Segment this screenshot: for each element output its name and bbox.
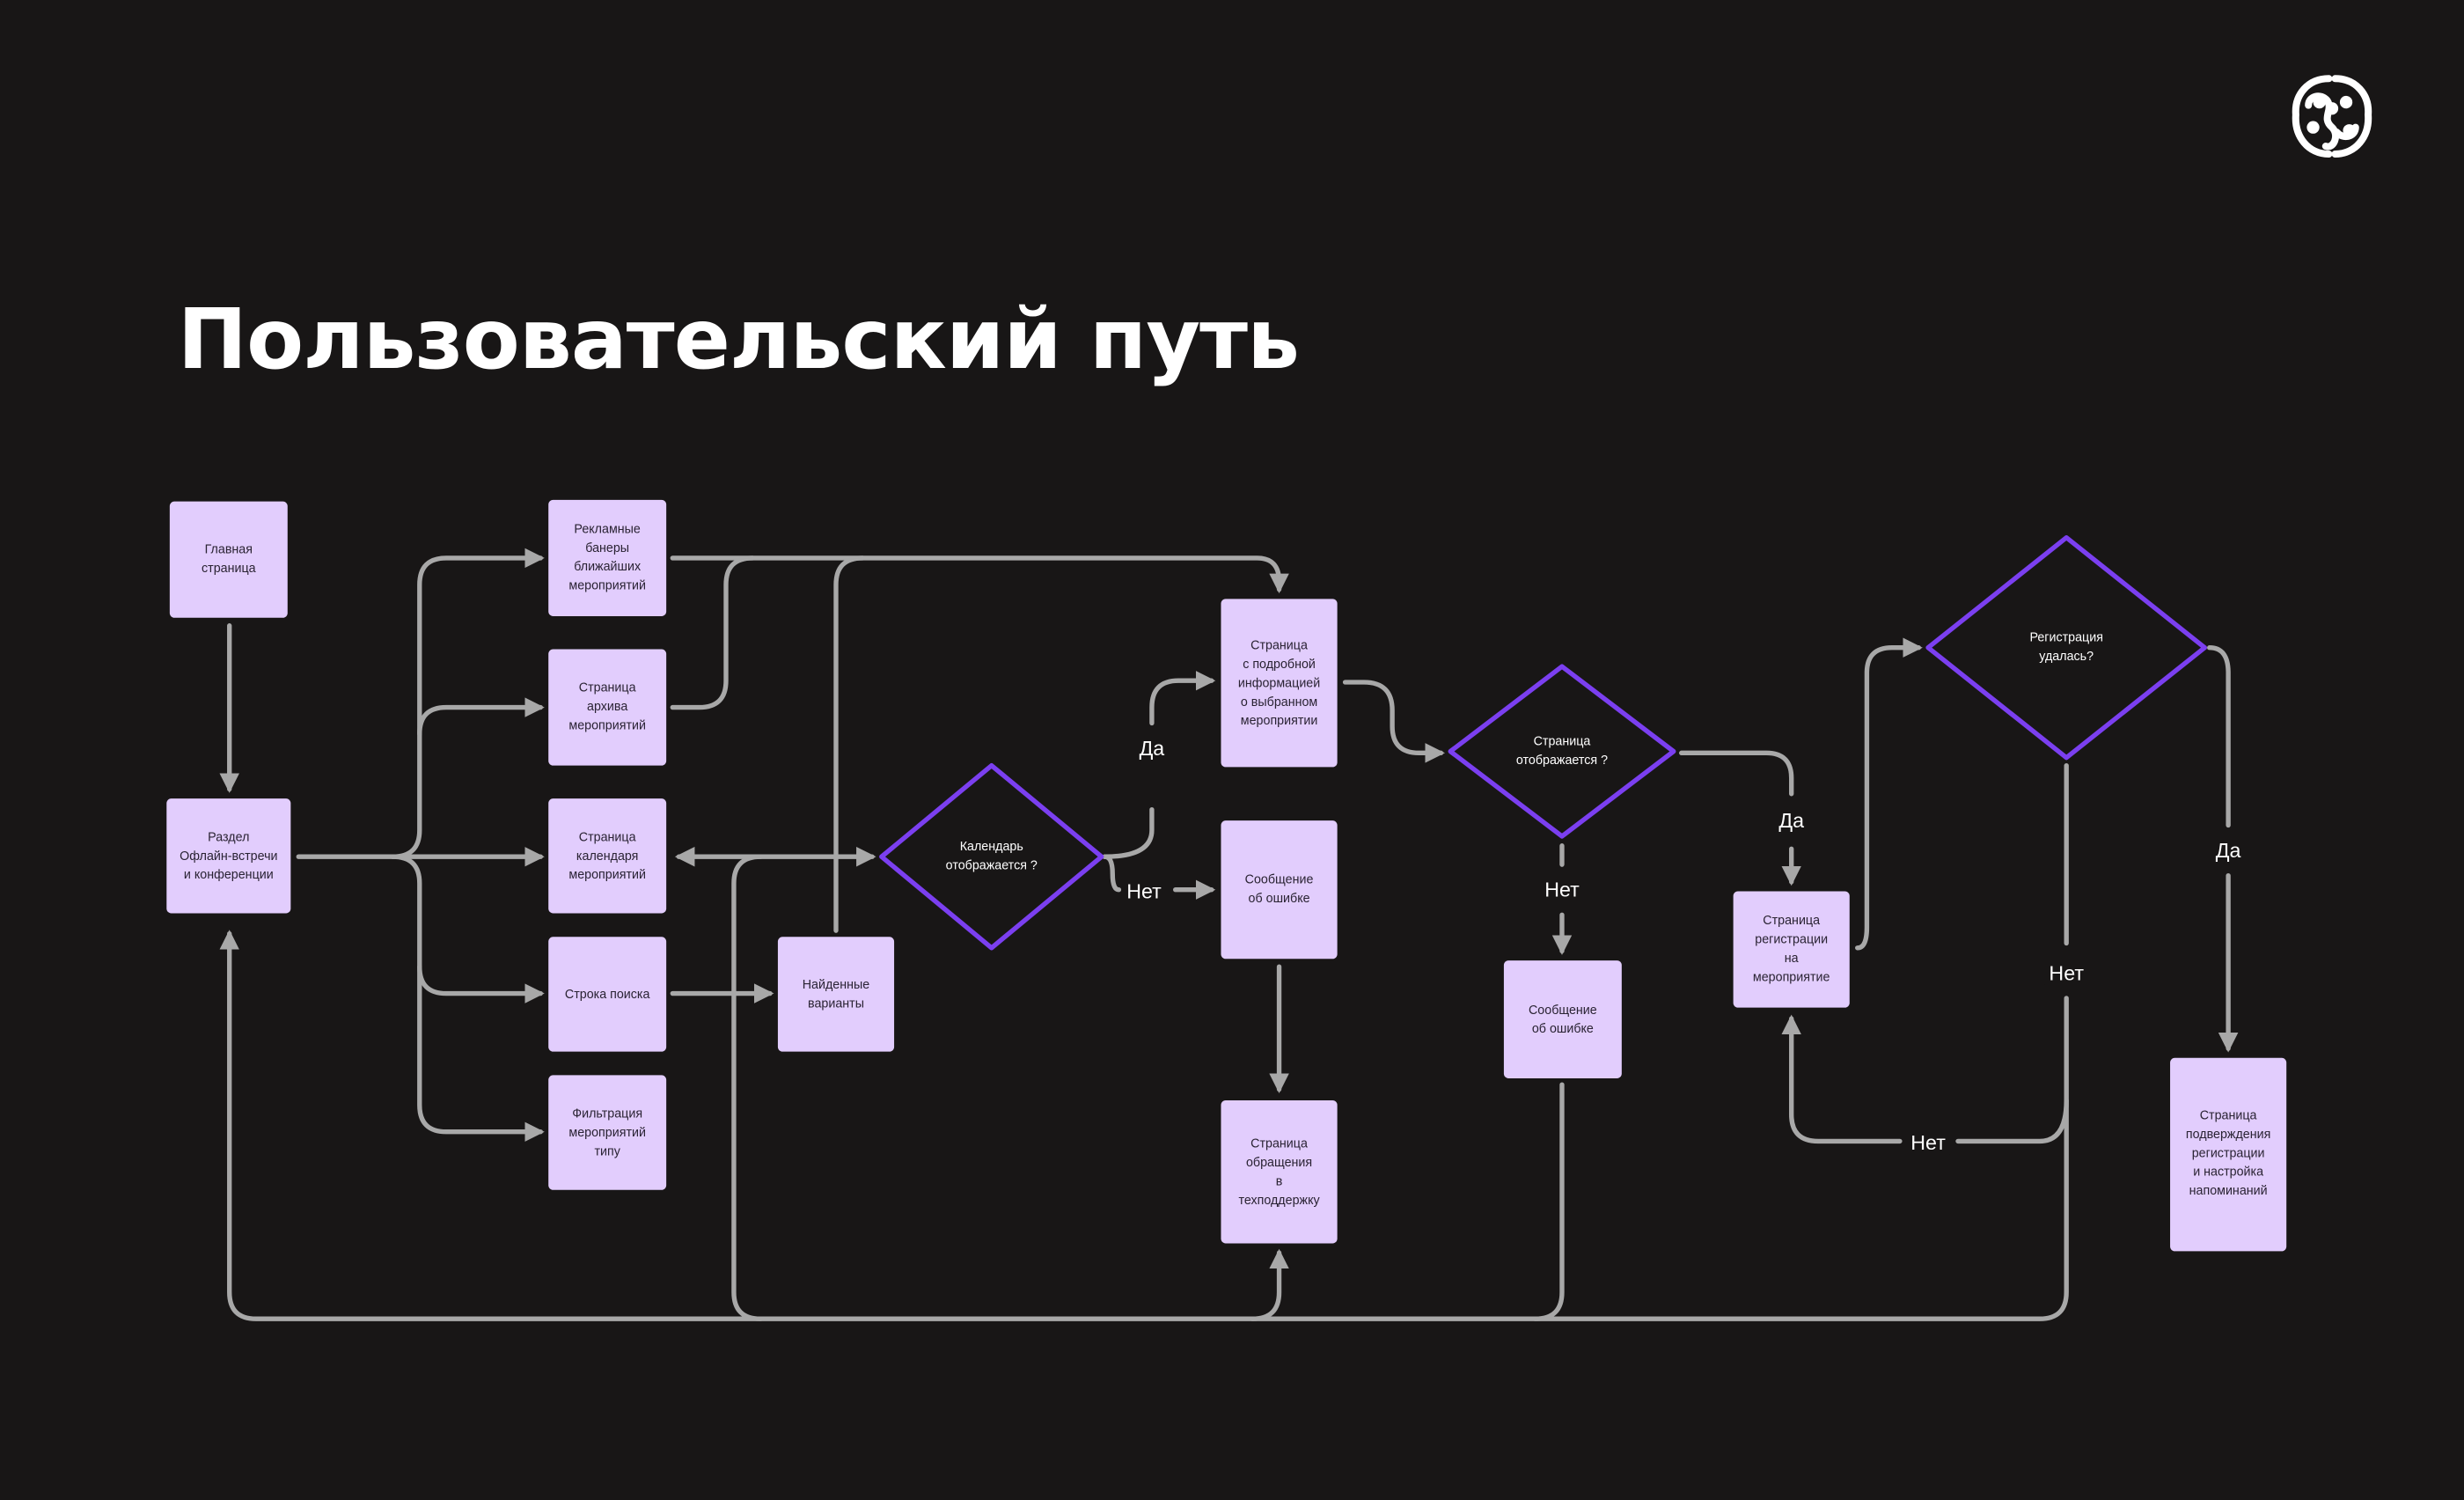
decision-calendar-shown-shape bbox=[879, 762, 1104, 951]
node-support[interactable]: Страница обращения в техподдержку bbox=[1221, 1099, 1338, 1244]
decision-registration-ok-shape bbox=[1925, 535, 2208, 761]
node-label: варианты bbox=[808, 996, 864, 1011]
edge-bottom-loop bbox=[219, 930, 2069, 1321]
node-label: подверждения bbox=[2185, 1127, 2271, 1142]
edge-section-to-banners bbox=[390, 548, 545, 859]
edge-d3-no-back bbox=[1792, 1018, 2069, 1144]
node-label: Страница bbox=[2199, 1107, 2257, 1122]
node-label: мероприятии bbox=[1240, 712, 1318, 727]
node-label: ближайших bbox=[574, 559, 642, 574]
edge-error2-to-loop bbox=[1532, 1082, 1565, 1321]
node-label: мероприятий bbox=[568, 718, 646, 733]
node-label: Строка поиска bbox=[564, 986, 650, 1001]
node-label: мероприятий bbox=[568, 1124, 646, 1139]
node-label: об ошибке bbox=[1531, 1020, 1594, 1035]
node-main-page[interactable]: Главная страница bbox=[169, 501, 288, 618]
node-details[interactable]: Страница с подробной информацией о выбранно… bbox=[1221, 599, 1338, 768]
node-label: типу bbox=[594, 1143, 620, 1158]
node-label: на bbox=[1784, 951, 1799, 966]
node-label: календаря bbox=[576, 848, 639, 863]
edge-register-to-d3 bbox=[1855, 637, 1923, 951]
node-label: в bbox=[1275, 1173, 1283, 1188]
node-filter[interactable]: Фильтрация мероприятий типу bbox=[548, 1075, 667, 1190]
edge-label-d2-no: Нет bbox=[1539, 878, 1585, 902]
node-label: информацией bbox=[1237, 674, 1321, 690]
edge-label-d1-yes: Да bbox=[1134, 736, 1170, 761]
node-label: Раздел bbox=[208, 828, 250, 844]
page-title: Пользовательский путь bbox=[177, 292, 1300, 389]
node-label: Сообщение bbox=[1244, 872, 1314, 887]
node-label: Страница bbox=[1250, 1136, 1308, 1151]
edge-details-to-d2 bbox=[1342, 680, 1445, 763]
node-label: Страница bbox=[578, 828, 636, 844]
node-label: Рекламные bbox=[574, 521, 641, 536]
node-label: страница bbox=[202, 561, 256, 576]
decision-label: Календарь bbox=[959, 839, 1023, 854]
decision-label: удалась? bbox=[2039, 649, 2094, 664]
edge-label-d3-no: Нет bbox=[2044, 960, 2089, 985]
node-label: Офлайн-встречи bbox=[180, 848, 278, 863]
decision-registration-ok[interactable]: Регистрация удалась? bbox=[2029, 629, 2103, 666]
decision-label: отображается ? bbox=[945, 857, 1038, 873]
edge-loop-to-support bbox=[1250, 1248, 1289, 1321]
node-label: регистрации bbox=[1755, 931, 1829, 946]
node-label: Страница bbox=[1250, 637, 1308, 652]
edge-section-to-search bbox=[390, 854, 545, 1004]
node-label: с подробной bbox=[1243, 656, 1316, 671]
node-label: мероприятий bbox=[568, 578, 646, 593]
edge-loop-to-calendar bbox=[731, 854, 763, 1321]
edge-banners-to-details bbox=[670, 555, 1289, 594]
node-error-2[interactable]: Сообщение об ошибке bbox=[1503, 960, 1622, 1078]
edge-archive-to-details bbox=[670, 555, 756, 710]
node-label: техподдержку bbox=[1238, 1192, 1320, 1207]
node-label: регистрации bbox=[2191, 1145, 2265, 1160]
node-search[interactable]: Строка поиска bbox=[548, 937, 667, 1052]
node-label: банеры bbox=[585, 540, 630, 555]
edge-section-to-archive bbox=[417, 697, 545, 737]
node-error-1[interactable]: Сообщение об ошибке bbox=[1221, 820, 1338, 960]
node-calendar[interactable]: Страница календаря мероприятий bbox=[548, 798, 667, 914]
edge-label-d3-yes: Да bbox=[2211, 838, 2246, 863]
decision-page-shown[interactable]: Страница отображается ? bbox=[1516, 732, 1608, 770]
node-banners[interactable]: Рекламные банеры ближайших мероприятий bbox=[548, 499, 667, 616]
edge-d2-yes bbox=[1679, 750, 1792, 881]
node-label: об ошибке bbox=[1248, 891, 1310, 906]
node-label: напоминаний bbox=[2189, 1183, 2268, 1198]
node-register[interactable]: Страница регистрации на мероприятие bbox=[1733, 891, 1850, 1008]
edge-d1-no bbox=[1102, 854, 1211, 889]
edge-label-d3-no-back: Нет bbox=[1905, 1130, 1951, 1155]
node-label: Страница bbox=[1763, 913, 1821, 928]
node-label: Сообщение bbox=[1528, 1002, 1597, 1017]
brain-logo-icon bbox=[2292, 75, 2372, 158]
decision-label: Страница bbox=[1533, 733, 1591, 748]
edge-section-to-filter bbox=[417, 964, 545, 1142]
node-label: Найденные bbox=[802, 976, 870, 991]
node-label: о выбранном bbox=[1240, 694, 1318, 709]
edge-label-d2-yes: Да bbox=[1774, 808, 1809, 833]
node-label: и конференции bbox=[183, 866, 274, 881]
node-confirm[interactable]: Страница подверждения регистрации и настрой… bbox=[2170, 1057, 2287, 1252]
node-found[interactable]: Найденные варианты bbox=[777, 937, 895, 1052]
decision-page-shown-shape bbox=[1448, 664, 1676, 839]
node-label: и настройка bbox=[2193, 1165, 2264, 1180]
node-label: Страница bbox=[578, 680, 636, 695]
edge-d3-yes bbox=[2207, 645, 2228, 1048]
node-label: Главная bbox=[204, 542, 253, 557]
node-label: архива bbox=[587, 699, 628, 714]
edge-d1-yes bbox=[1102, 680, 1211, 859]
decision-label: Регистрация bbox=[2029, 630, 2103, 645]
node-label: мероприятий bbox=[568, 866, 646, 881]
node-label: обращения bbox=[1245, 1154, 1313, 1169]
edge-found-to-details bbox=[833, 555, 866, 933]
decision-label: отображается ? bbox=[1515, 753, 1609, 768]
node-label: Фильтрация bbox=[572, 1106, 643, 1121]
node-label: мероприятие bbox=[1752, 969, 1830, 984]
edge-label-d1-no: Нет bbox=[1121, 879, 1167, 903]
node-archive[interactable]: Страница архива мероприятий bbox=[548, 649, 667, 766]
decision-calendar-shown[interactable]: Календарь отображается ? bbox=[946, 838, 1038, 876]
